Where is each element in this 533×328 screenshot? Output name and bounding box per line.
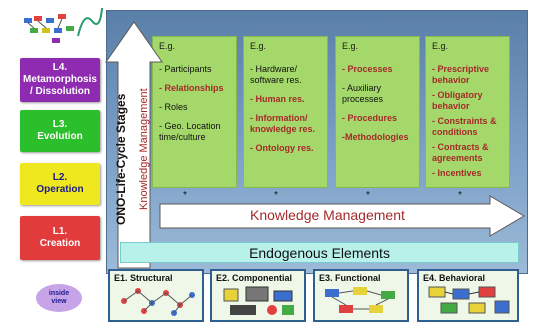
column-item: - Participants [159, 64, 212, 74]
stage-l1-label: L1. Creation [39, 226, 81, 249]
column-eg: E.g. [250, 41, 267, 51]
stage-l2: L2. Operation [20, 163, 100, 205]
box-e2-label: E2. Componential [216, 273, 293, 283]
column-item: - Hardware/ software res. [250, 64, 302, 85]
column-star: * [183, 190, 187, 201]
column-item: - Roles [159, 102, 188, 112]
column-item: - Prescriptive behavior [432, 64, 490, 85]
column-item: - Information/ knowledge res. [250, 113, 316, 134]
box-e1-structural: E1. Structural [108, 269, 204, 322]
column-item: - Auxiliary processes [342, 83, 384, 104]
stage-l4-label: L4. Metamorphosis / Dissolution [23, 62, 97, 97]
column-structural: E.g. - Participants - Relationships - Ro… [152, 36, 237, 188]
column-item: - Relationships [159, 83, 224, 93]
column-item: - Ontology res. [250, 143, 314, 153]
column-item: - Contracts & agreements [432, 142, 489, 163]
vertical-arrow [105, 21, 163, 269]
km-vertical-label: Knowledge Management [138, 88, 150, 210]
column-eg: E.g. [342, 41, 359, 51]
column-item: - Geo. Location time/culture [159, 121, 221, 142]
column-behavioral: E.g. - Prescriptive behavior - Obligator… [425, 36, 510, 188]
inside-view-label: inside view [48, 290, 70, 305]
column-item: -Methodologies [342, 132, 409, 142]
network-graph-icon [121, 288, 195, 316]
lifecycle-label: ONO-Life-Cycle Stages [114, 93, 128, 225]
box-e4-behavioral: E4. Behavioral [417, 269, 519, 322]
column-star: * [274, 190, 278, 201]
stage-l3: L3. Evolution [20, 110, 100, 152]
column-item: - Incentives [432, 168, 482, 178]
column-functional: E.g. - Processes - Auxiliary processes -… [335, 36, 420, 188]
column-star: * [366, 190, 370, 201]
endogenous-bar: Endogenous Elements [120, 242, 519, 263]
column-componential: E.g. - Hardware/ software res. - Human r… [243, 36, 328, 188]
box-e2-componential: E2. Componential [210, 269, 306, 322]
box-e3-functional: E3. Functional [313, 269, 409, 322]
endogenous-label: Endogenous Elements [249, 244, 390, 261]
stage-l3-label: L3. Evolution [37, 119, 83, 142]
column-item: - Processes [342, 64, 393, 74]
model-icon [24, 7, 103, 43]
column-eg: E.g. [159, 41, 176, 51]
box-e4-label: E4. Behavioral [423, 273, 486, 283]
column-item: - Obligatory behavior [432, 90, 483, 111]
stage-l1: L1. Creation [20, 216, 100, 260]
column-item: - Human res. [250, 94, 305, 104]
behavior-icon [428, 286, 510, 314]
column-item: - Constraints & conditions [432, 116, 497, 137]
km-horizontal-label: Knowledge Management [250, 207, 405, 223]
stage-l4: L4. Metamorphosis / Dissolution [20, 58, 100, 102]
horizontal-arrow [159, 195, 525, 237]
box-e3-label: E3. Functional [319, 273, 381, 283]
stage-l2-label: L2. Operation [36, 172, 84, 195]
box-e1-label: E1. Structural [114, 273, 173, 283]
components-icon [223, 286, 294, 315]
process-flow-icon [325, 287, 395, 313]
column-eg: E.g. [432, 41, 449, 51]
column-item: - Procedures [342, 113, 398, 123]
column-star: * [458, 190, 462, 201]
inside-view: inside view [36, 284, 82, 312]
